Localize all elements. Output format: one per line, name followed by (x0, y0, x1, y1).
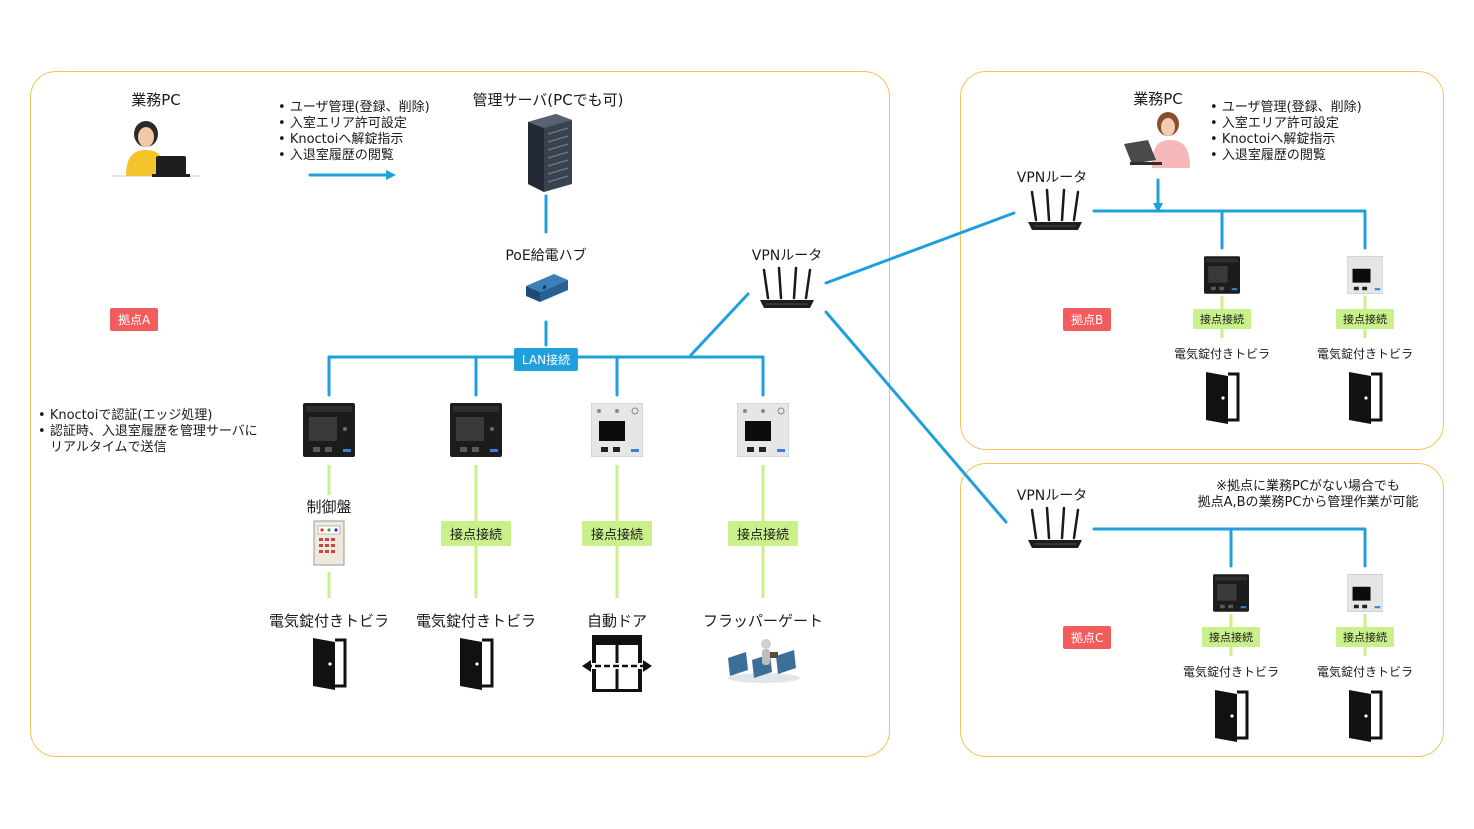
site-c-note-line2: 拠点A,Bの業務PCから管理作業が可能 (1197, 495, 1419, 510)
note-item: Knoctoiで認証(エッジ処理) (38, 408, 258, 424)
note-item: リアルタイムで送信 (50, 440, 167, 455)
contact-badge-c2: 接点接続 (1336, 627, 1394, 647)
control-panel-label: 制御盤 (306, 498, 352, 516)
target-label-a2: 電気錠付きトビラ (415, 612, 537, 630)
task-item: Knoctoiへ解錠指示 (278, 132, 430, 148)
device-notes: Knoctoiで認証(エッジ処理) 認証時、入退室履歴を管理サーバに リアルタイ… (38, 408, 258, 456)
pc-to-server-arrowhead (386, 170, 396, 180)
pc-b-arrowhead (1153, 203, 1163, 213)
contact-badge-a2: 接点接続 (440, 521, 512, 546)
contact-badge-b2: 接点接続 (1336, 309, 1394, 329)
vpn-router-c-label: VPNルータ (1016, 488, 1088, 504)
site-c-badge: 拠点C (1063, 626, 1112, 649)
router-icon (760, 266, 814, 308)
router-a-to-c-line (824, 310, 1008, 524)
server-rack-icon (528, 114, 572, 192)
lan-to-router-a-line (689, 292, 750, 357)
site-a-frame (30, 71, 890, 757)
task-item: Knoctoiへ解錠指示 (1210, 132, 1362, 148)
router-icon (1028, 506, 1082, 548)
site-b-frame (960, 71, 1444, 450)
task-item: ユーザ管理(登録、削除) (278, 100, 430, 116)
door-icon (1349, 372, 1383, 424)
task-item: 入室エリア許可設定 (278, 116, 430, 132)
target-label-a1: 電気錠付きトビラ (268, 612, 390, 630)
site-a-pc-tasks: ユーザ管理(登録、削除) 入室エリア許可設定 Knoctoiへ解錠指示 入退室履… (278, 100, 430, 164)
site-a-business-pc-label: 業務PC (131, 91, 181, 109)
target-label-c2: 電気錠付きトビラ (1316, 665, 1414, 679)
woman-laptop-icon (1124, 112, 1190, 168)
task-item: 入退室履歴の閲覧 (278, 148, 430, 164)
access-terminal-icon (1347, 256, 1383, 294)
target-label-c1: 電気錠付きトビラ (1182, 665, 1280, 679)
note-item: 認証時、入退室履歴を管理サーバに (38, 424, 258, 440)
door-icon (1215, 690, 1249, 742)
task-item: 入退室履歴の閲覧 (1210, 148, 1362, 164)
site-c-note-line1: ※拠点に業務PCがない場合でも (1216, 479, 1400, 494)
site-b-badge: 拠点B (1063, 308, 1112, 331)
vpn-router-a-label: VPNルータ (751, 248, 823, 264)
poe-hub-label: PoE給電ハブ (505, 248, 587, 264)
access-terminal-icon (591, 403, 643, 457)
site-b-business-pc-label: 業務PC (1133, 90, 1183, 108)
server-label: 管理サーバ(PCでも可) (472, 91, 624, 109)
access-terminal-icon (303, 403, 355, 457)
contact-badge-a3: 接点接続 (581, 521, 653, 546)
lan-badge: LAN接続 (513, 348, 579, 371)
door-icon (1349, 690, 1383, 742)
target-label-a3: 自動ドア (586, 612, 648, 630)
contact-badge-c1: 接点接続 (1202, 627, 1260, 647)
task-item: 入室エリア許可設定 (1210, 116, 1362, 132)
control-panel-icon (313, 520, 345, 566)
access-terminal-icon (1213, 574, 1249, 612)
access-terminal-icon (1347, 574, 1383, 612)
access-terminal-icon (450, 403, 502, 457)
router-a-to-b-line (824, 211, 1016, 285)
site-a-badge: 拠点A (110, 308, 159, 331)
site-b-pc-tasks: ユーザ管理(登録、削除) 入室エリア許可設定 Knoctoiへ解錠指示 入退室履… (1210, 100, 1362, 164)
woman-laptop-icon (112, 121, 200, 177)
router-icon (1028, 188, 1082, 230)
access-terminal-icon (737, 403, 789, 457)
contact-badge-a4: 接点接続 (727, 521, 799, 546)
automatic-door-icon (582, 635, 652, 692)
target-label-b1: 電気錠付きトビラ (1173, 347, 1271, 361)
flapper-gate-icon (728, 639, 800, 683)
vpn-router-b-label: VPNルータ (1016, 170, 1088, 186)
site-c-frame (960, 463, 1444, 757)
access-terminal-icon (1204, 256, 1240, 294)
poe-hub-icon (526, 274, 568, 302)
target-label-b2: 電気錠付きトビラ (1316, 347, 1414, 361)
task-item: ユーザ管理(登録、削除) (1210, 100, 1362, 116)
door-icon (313, 638, 347, 690)
target-label-a4: フラッパーゲート (702, 612, 824, 630)
contact-badge-b1: 接点接続 (1193, 309, 1251, 329)
door-icon (1206, 372, 1240, 424)
door-icon (460, 638, 494, 690)
